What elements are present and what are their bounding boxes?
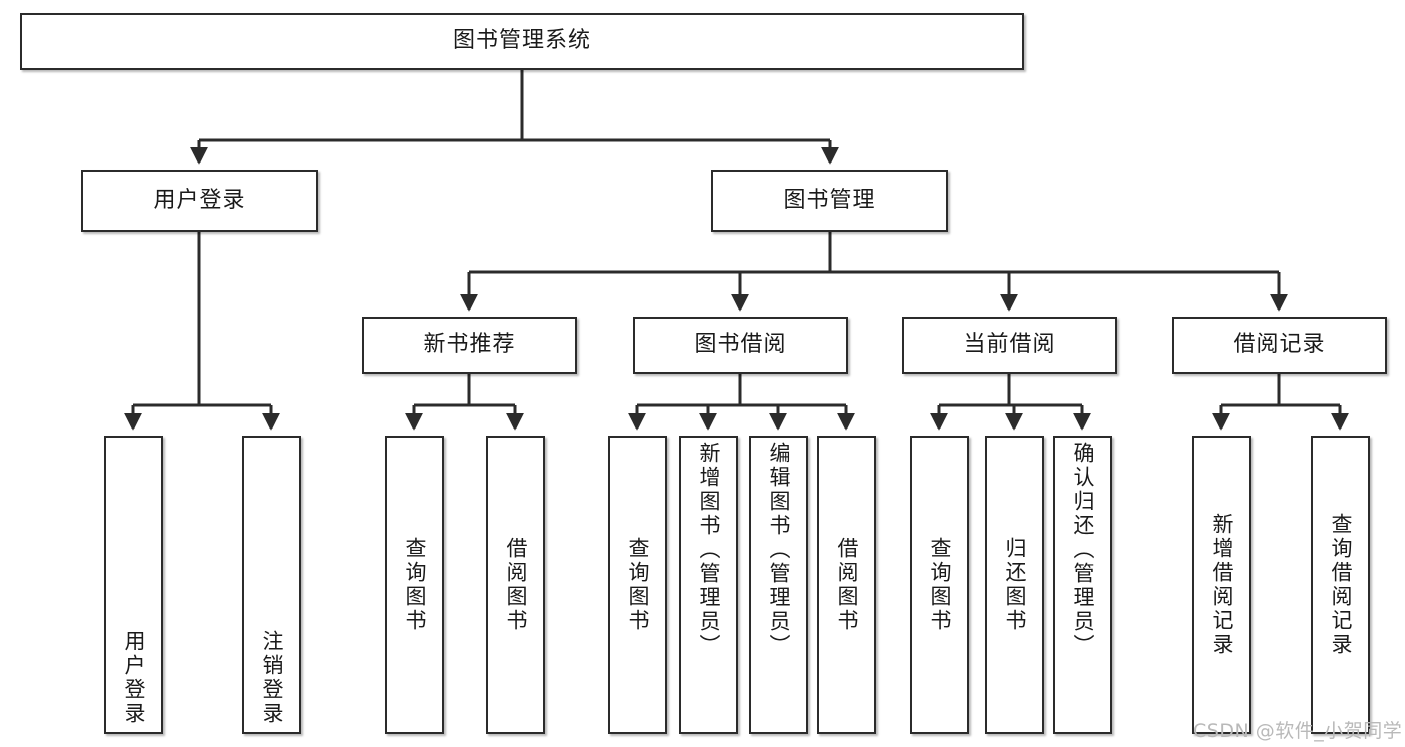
node-current-borrow[interactable]: 当前借阅 — [902, 317, 1117, 374]
node-leaf-return-book-label: 归还图书 — [1003, 537, 1027, 633]
node-book-borrow-label: 图书借阅 — [694, 332, 787, 358]
node-current-borrow-label: 当前借阅 — [963, 332, 1056, 358]
node-leaf-add-book[interactable]: 新增图书（管理员） — [679, 436, 738, 734]
node-leaf-user-logout-label: 注销登录 — [260, 630, 284, 726]
node-leaf-borrow-book-2-label: 借阅图书 — [835, 537, 859, 633]
node-leaf-borrow-book-1[interactable]: 借阅图书 — [486, 436, 545, 734]
node-leaf-user-login-label: 用户登录 — [122, 630, 146, 726]
node-leaf-query-book-1[interactable]: 查询图书 — [385, 436, 444, 734]
node-leaf-add-record[interactable]: 新增借阅记录 — [1192, 436, 1251, 734]
node-leaf-query-book-2-label: 查询图书 — [626, 537, 650, 633]
node-leaf-add-book-label: 新增图书（管理员） — [697, 442, 721, 658]
node-leaf-confirm-return[interactable]: 确认归还（管理员） — [1053, 436, 1112, 734]
node-leaf-borrow-book-1-label: 借阅图书 — [504, 537, 528, 633]
csdn-watermark: CSDN @软件_小贺同学 — [1193, 720, 1403, 742]
node-leaf-query-record-label: 查询借阅记录 — [1329, 513, 1353, 657]
node-borrow-record[interactable]: 借阅记录 — [1172, 317, 1387, 374]
node-leaf-edit-book[interactable]: 编辑图书（管理员） — [749, 436, 808, 734]
node-book-manage-label: 图书管理 — [783, 187, 876, 213]
node-root-label: 图书管理系统 — [452, 28, 591, 54]
node-user-login[interactable]: 用户登录 — [81, 170, 318, 232]
node-new-book-recommend[interactable]: 新书推荐 — [362, 317, 577, 374]
node-leaf-user-login[interactable]: 用户登录 — [104, 436, 163, 734]
node-leaf-confirm-return-label: 确认归还（管理员） — [1071, 442, 1095, 658]
node-book-manage[interactable]: 图书管理 — [711, 170, 948, 232]
node-leaf-add-record-label: 新增借阅记录 — [1210, 513, 1234, 657]
node-leaf-query-book-3-label: 查询图书 — [928, 537, 952, 633]
node-leaf-edit-book-label: 编辑图书（管理员） — [767, 442, 791, 658]
node-borrow-record-label: 借阅记录 — [1233, 332, 1326, 358]
node-leaf-return-book[interactable]: 归还图书 — [985, 436, 1044, 734]
node-leaf-query-book-1-label: 查询图书 — [403, 537, 427, 633]
node-leaf-query-book-3[interactable]: 查询图书 — [910, 436, 969, 734]
node-book-borrow[interactable]: 图书借阅 — [633, 317, 848, 374]
node-leaf-borrow-book-2[interactable]: 借阅图书 — [817, 436, 876, 734]
node-leaf-query-record[interactable]: 查询借阅记录 — [1311, 436, 1370, 734]
node-leaf-query-book-2[interactable]: 查询图书 — [608, 436, 667, 734]
node-root[interactable]: 图书管理系统 — [20, 13, 1024, 70]
node-user-login-label: 用户登录 — [153, 187, 246, 213]
node-new-book-recommend-label: 新书推荐 — [423, 332, 516, 358]
node-leaf-user-logout[interactable]: 注销登录 — [242, 436, 301, 734]
